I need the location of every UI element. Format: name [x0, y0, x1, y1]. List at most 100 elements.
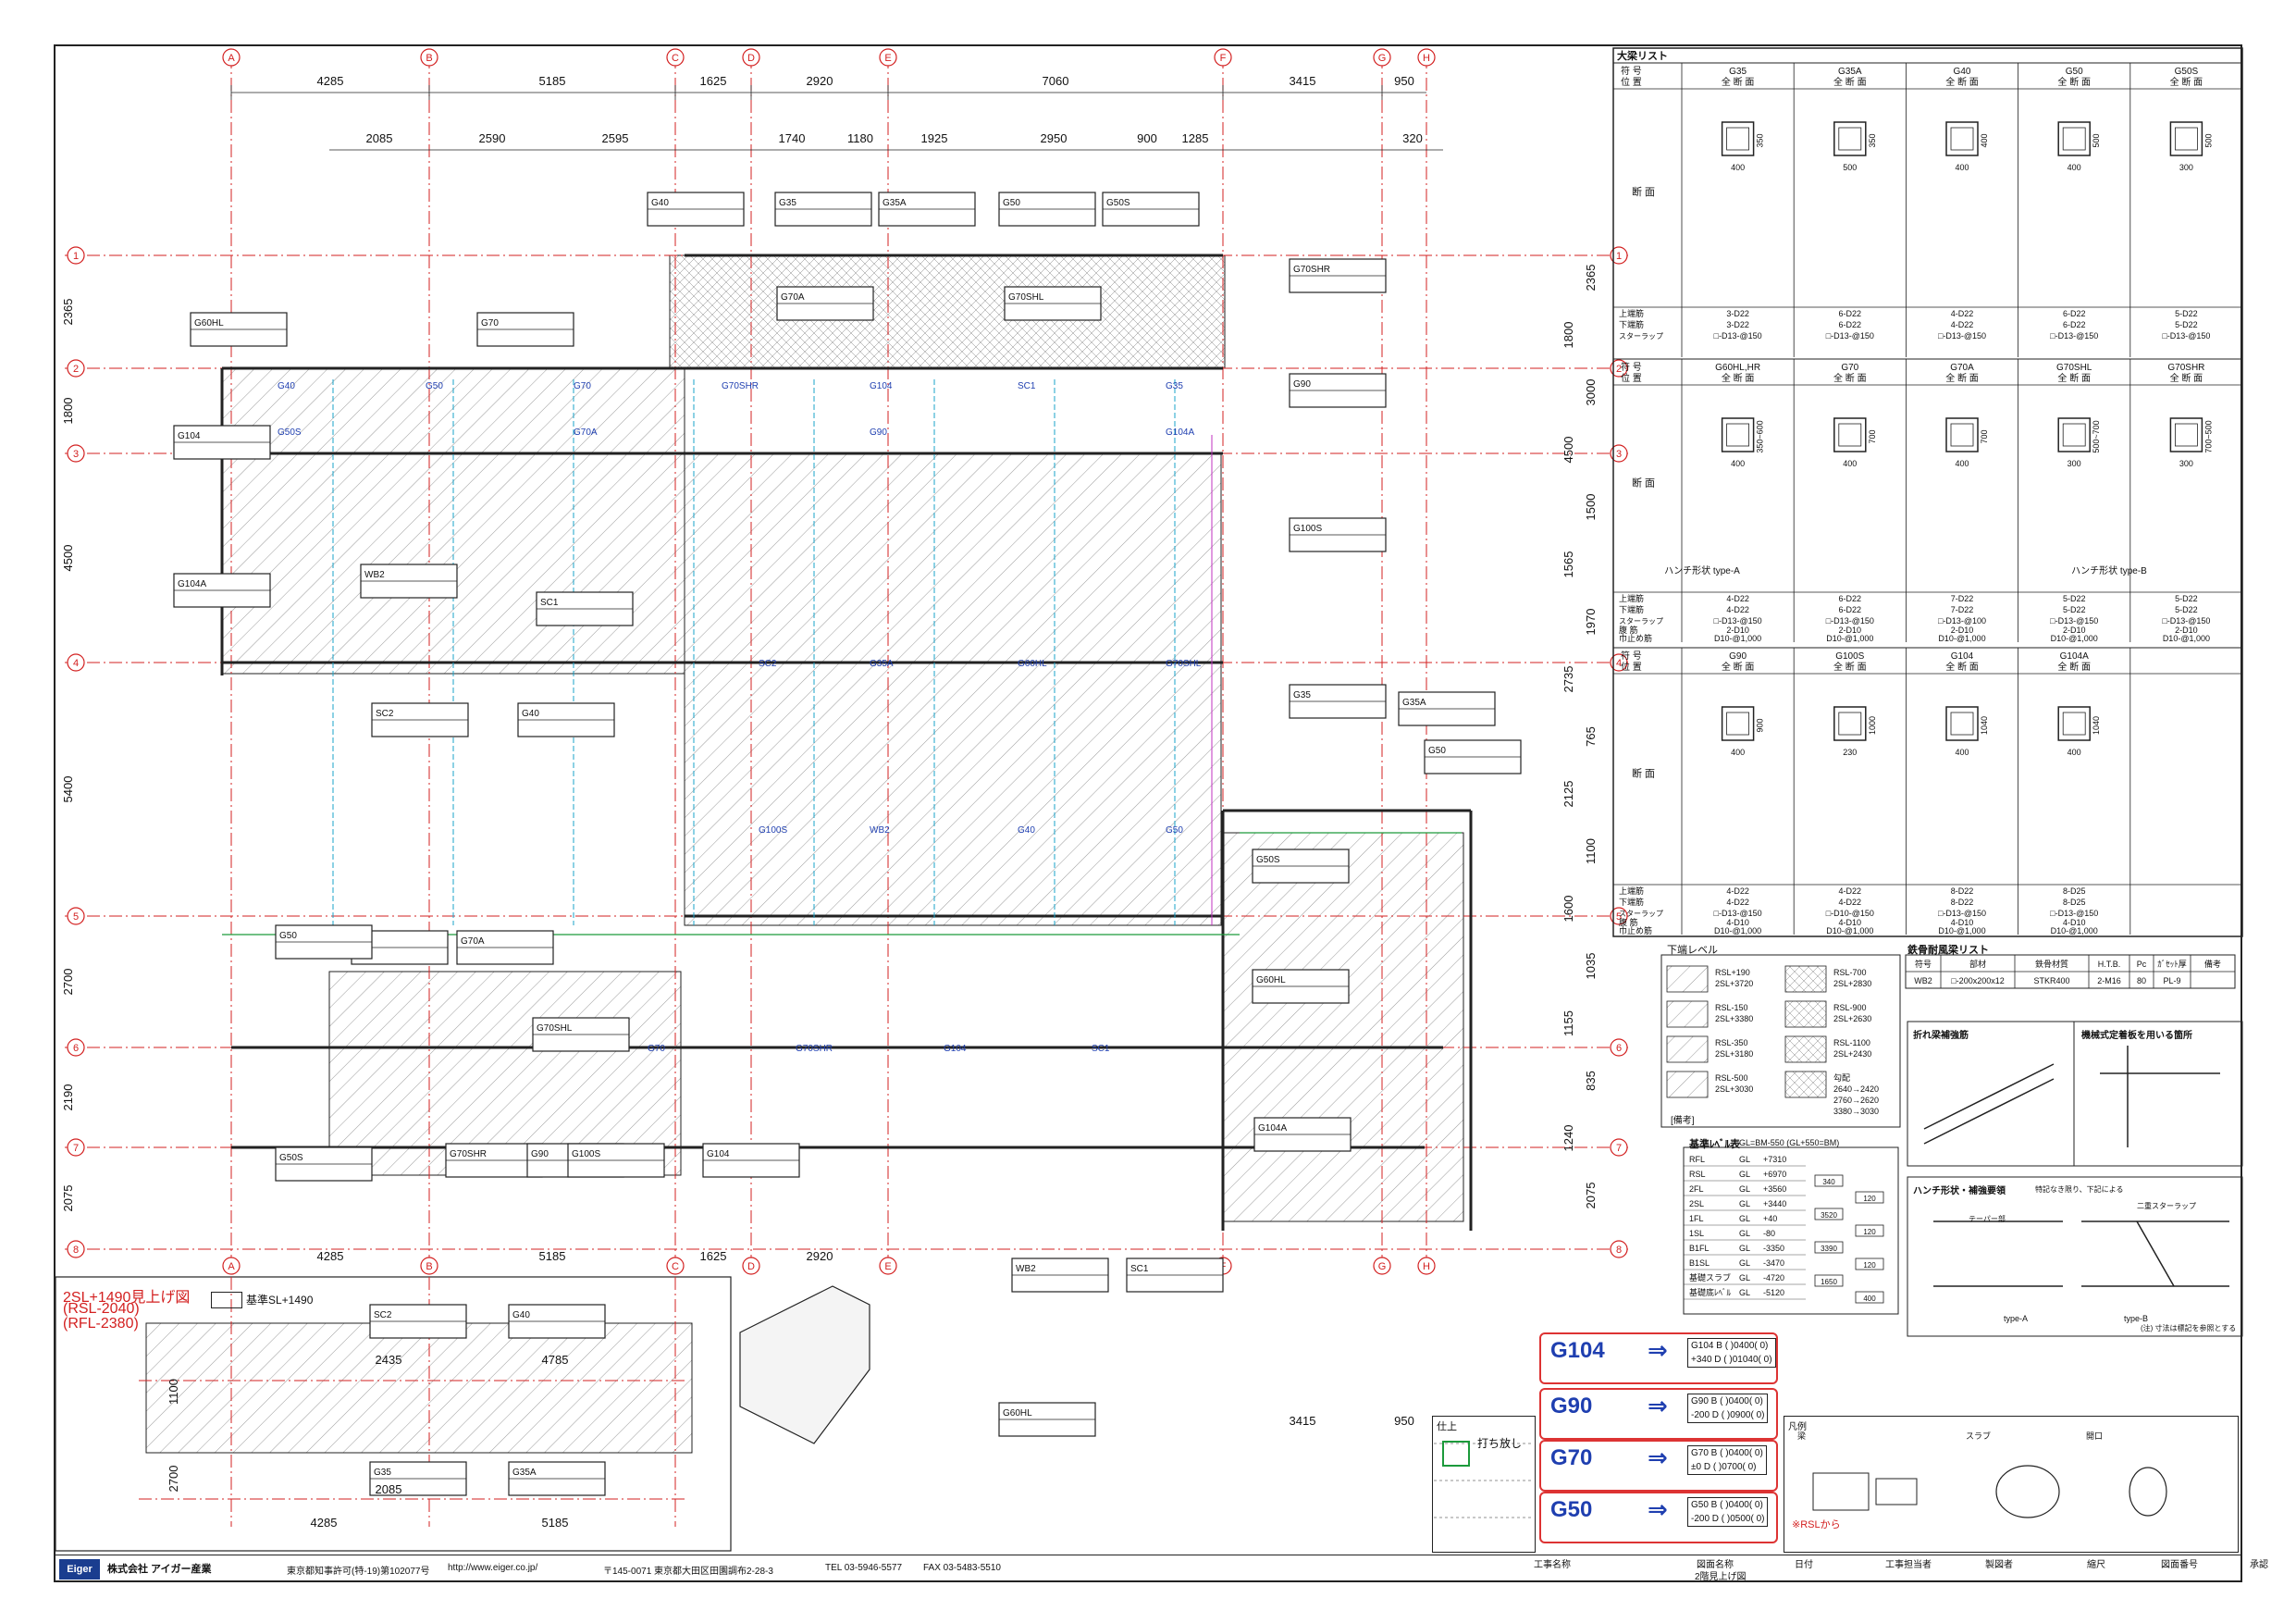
shiage-title: 仕上	[1437, 1421, 1457, 1432]
beam-tag-label: G100S	[572, 1149, 600, 1159]
beam-tag-label: G50	[1003, 198, 1020, 208]
dim-top-2: 1180	[847, 131, 873, 145]
hatched-slab	[684, 452, 1222, 926]
grid-label-top: D	[747, 53, 755, 64]
kijun-value: -5120	[1763, 1288, 1784, 1297]
kijun-level-table	[1683, 1146, 1899, 1315]
dim-bottom: 1625	[700, 1249, 727, 1263]
grid-bubble-right	[1610, 907, 1628, 925]
grid-label-bottom: C	[672, 1261, 679, 1272]
beam-name: G60HL,HR	[1715, 363, 1760, 373]
beam-tag-label: G50	[279, 931, 297, 941]
kijun-gap: 3390	[1821, 1245, 1837, 1253]
grid-bubble-right	[1610, 359, 1628, 378]
legend-line: +340 D ( )01040( 0)	[1691, 1355, 1772, 1365]
grid-bubble-bottom	[742, 1257, 760, 1275]
dim-left: 1800	[61, 398, 75, 425]
level-code: 勾配	[1833, 1072, 1850, 1083]
tb-drawing-label: 図面名称	[1697, 1560, 1734, 1570]
dim-bottom-2: 3415	[1290, 1414, 1316, 1428]
beam-tag: G70A	[776, 286, 874, 321]
grid-label-right: 1	[1616, 251, 1622, 262]
beam-web: 4-D10	[2063, 918, 2086, 927]
grid-bubble-top	[1417, 48, 1436, 67]
beam-stirrup: □-D13-@150	[2162, 616, 2210, 626]
dim-bottom: 5185	[539, 1249, 566, 1263]
kijun-gl: GL	[1739, 1244, 1750, 1253]
ohbari-list-title: 大梁リスト	[1617, 51, 1668, 62]
row-label-bottom: 下端筋	[1619, 604, 1644, 614]
kijun-value: +40	[1763, 1214, 1777, 1223]
beam-top-bar: 3-D22	[1726, 309, 1749, 318]
hunch-note-b: ハンチ形状 type-B	[2071, 564, 2147, 576]
tb-drawing-name: 2階見上げ図	[1695, 1572, 1747, 1582]
beam-tie: D10-@1,000	[2163, 634, 2210, 643]
grid-bubble-right	[1610, 1240, 1628, 1258]
beam-name: G70SHL	[2056, 363, 2092, 373]
kijun-gl: GL	[1739, 1258, 1750, 1268]
company-fax: FAX 03-5483-5510	[923, 1563, 1001, 1573]
detail-type-a: type-A	[2004, 1314, 2029, 1323]
row-label-bottom: 下端筋	[1619, 897, 1644, 907]
legend-key: G104	[1550, 1338, 1605, 1363]
beam-tag: G35	[369, 1461, 467, 1496]
beam-label-blue: SC1	[1018, 381, 1036, 391]
steel-beam-header: H.T.B.	[2098, 960, 2121, 969]
beam-tag-label: G90	[531, 1149, 549, 1159]
beam-tag: G70SHR	[445, 1143, 543, 1178]
tb-person-label: 工事担当者	[1885, 1560, 1932, 1570]
beam-stirrup: □-D13-@150	[2162, 331, 2210, 341]
dim-left: 5400	[61, 776, 75, 803]
row-label-tie: 巾止め筋	[1619, 633, 1652, 643]
sub-dim: 1100	[167, 1379, 180, 1405]
beam-top-bar: 5-D22	[2175, 594, 2198, 603]
grid-bubble-left	[67, 359, 85, 378]
beam-section-rebar	[2062, 127, 2086, 151]
grid-label-right: 2	[1616, 364, 1622, 375]
row-label-section: 断 面	[1632, 185, 1655, 198]
dim-right: 1565	[1562, 551, 1575, 578]
beam-tag: G70SHR	[1289, 258, 1387, 293]
grid-bubble-left	[67, 1138, 85, 1157]
beam-tag: G60HL	[190, 312, 288, 347]
beam-top-bar: 6-D22	[1839, 594, 1862, 603]
grid-bubble-top	[742, 48, 760, 67]
detail-note-3: 特記なき限り、下記による	[2035, 1185, 2124, 1194]
dim-left: 4500	[61, 545, 75, 572]
kijun-level-gl: GL=BM-550 (GL+550=BM)	[1739, 1138, 1840, 1147]
beam-top-bar: 5-D22	[2063, 594, 2086, 603]
detail-sketch	[1923, 1078, 2055, 1145]
beam-label-blue: G70SHR	[722, 381, 759, 391]
beam-tag-label: WB2	[364, 570, 385, 580]
grid-bubble-left	[67, 653, 85, 672]
beam-width: 400	[1955, 459, 1969, 468]
beam-bottom-bar: 6-D22	[1839, 320, 1862, 329]
beam-tag-label: SC1	[540, 598, 559, 608]
beam-label-blue: G35A	[870, 659, 894, 669]
beam-tag-label: G35	[374, 1468, 391, 1478]
dim-top-2: 2595	[602, 131, 629, 145]
grid-bubble-top	[420, 48, 438, 67]
level-value: 2SL+2630	[1833, 1014, 1871, 1023]
detail-label-1: 二重スターラップ	[2137, 1202, 2196, 1210]
beam-web: 4-D10	[1951, 918, 1974, 927]
beam-label-blue: G50	[426, 381, 443, 391]
beam-label-blue: G104	[870, 381, 893, 391]
beam-depth: 700	[1980, 429, 1989, 443]
dim-right: 1035	[1584, 953, 1598, 980]
beam-tag: G35A	[508, 1461, 606, 1496]
hanrei-note: ※RSLから	[1792, 1519, 1841, 1530]
level-value: 2SL+3180	[1715, 1049, 1753, 1059]
beam-tag-label: G104	[707, 1149, 730, 1159]
beam-depth: 1040	[2092, 716, 2101, 735]
dim-top-2: 320	[1402, 131, 1423, 145]
shiage-swatch	[1442, 1441, 1470, 1467]
beam-tag: G104	[173, 425, 271, 460]
row-label-pos: 位 置	[1621, 661, 1642, 673]
beam-bottom-bar: 8-D22	[1951, 898, 1974, 907]
beam-pos: 全 断 面	[1833, 76, 1867, 88]
grid-label-top: F	[1220, 53, 1227, 64]
iso-sketch	[739, 1285, 870, 1444]
steel-beam-title: 鉄骨耐風梁リスト	[1907, 945, 1989, 956]
hatched-slab	[669, 254, 1226, 369]
